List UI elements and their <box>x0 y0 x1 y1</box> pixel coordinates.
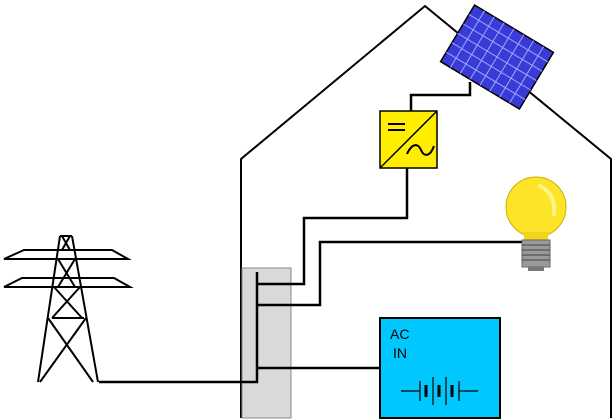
light-bulb-icon <box>505 176 567 271</box>
inverter-to-board-wire <box>257 168 409 286</box>
house-outline <box>240 4 612 418</box>
grid-wire <box>99 272 259 384</box>
inverter-dc-ac-icon <box>379 110 438 169</box>
transmission-tower-icon <box>3 235 134 383</box>
battery-symbol-icon <box>401 377 478 405</box>
ac-label: AC <box>390 326 409 342</box>
panel-to-inverter-wire <box>409 82 472 111</box>
battery-inverter-box: AC IN <box>379 317 501 419</box>
in-label: IN <box>393 345 407 361</box>
bulb-circuit-wire <box>257 240 525 307</box>
wiring <box>99 82 525 384</box>
distribution-board <box>241 267 292 419</box>
solar-panel-icon <box>439 3 555 111</box>
